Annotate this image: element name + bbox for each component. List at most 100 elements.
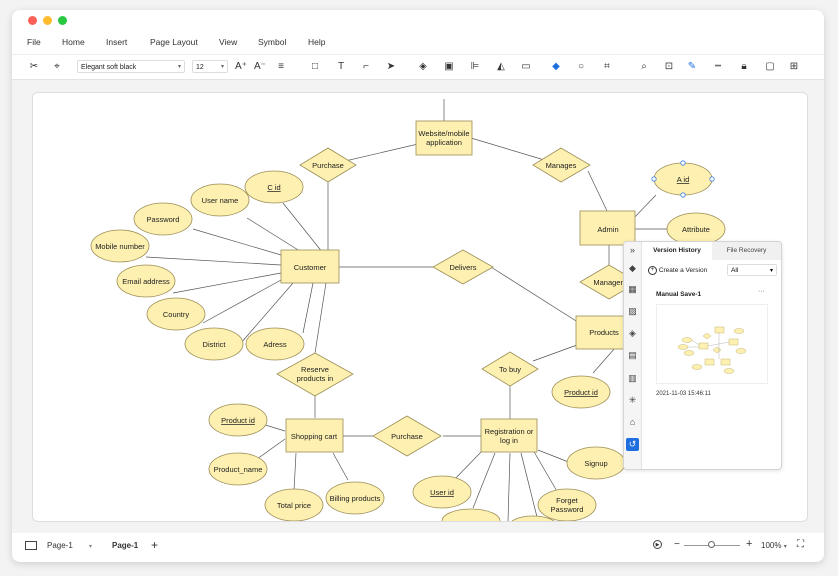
text-icon[interactable]: T [337,61,345,72]
add-page-button[interactable]: + [151,538,159,552]
font-shrink-icon[interactable]: A⁻ [254,61,266,72]
relationship-purchase-mid [372,415,442,457]
close-window-button[interactable] [28,16,37,25]
label-product-id-right: Product id [564,388,598,397]
attr-product-name [208,452,268,486]
zoom-value: 100% [761,541,782,550]
font-family-value: Elegant soft black [81,64,137,71]
page-select[interactable]: Page-1 ▾ [47,541,92,550]
attr-password [133,202,193,236]
line-color-icon[interactable]: ✎ [687,61,697,72]
entity-products [575,315,632,350]
label-adress: Adress [263,340,287,349]
flip-icon[interactable]: ◭ [497,61,505,72]
fit-icon[interactable]: ⊡ [664,61,674,72]
menu-symbol[interactable]: Symbol [258,37,287,47]
chart-icon[interactable]: ▥ [628,373,637,383]
version-history-panel: » ◆ ▦ ▨ ◈ ▤ ▥ ✳ ⌂ ↺ Version History File… [623,241,782,470]
scissors-icon[interactable]: ✂ [29,61,39,72]
shape-icon[interactable]: ○ [577,61,585,72]
label-mobile-number: Mobile number [95,242,145,251]
status-bar: Page-1 ▾ Page-1 + ▶ − + 100% ▾ ⛶ [12,536,824,560]
menu-file[interactable]: File [27,37,41,47]
version-thumbnail[interactable] [656,304,768,384]
minimize-window-button[interactable] [43,16,52,25]
app-window: File Home Insert Page Layout View Symbol… [12,10,824,562]
chevron-down-icon: ▾ [220,64,224,70]
toolbar: ✂ ⌖ Elegant soft black▾ 12▾ A⁺ A⁻ ≡ □ T … [12,54,824,80]
entity-shopping-cart [285,418,344,453]
zoom-in-button[interactable]: + [746,538,753,550]
size-icon[interactable]: ▭ [521,61,531,72]
layers-panel-icon[interactable]: ◈ [629,328,636,338]
format-painter-icon[interactable]: ⌖ [54,61,60,72]
label-reserve-1: Reserve [301,365,329,374]
zoom-slider-handle[interactable] [708,541,715,548]
align-icon[interactable]: ≡ [278,61,284,72]
font-grow-icon[interactable]: A⁺ [235,61,247,72]
label-product-id-left: Product id [221,416,255,425]
entity-registration [480,418,538,453]
entity-customer [280,249,340,284]
zoom-out-button[interactable]: − [674,539,680,550]
filter-value: All [731,267,739,274]
label-password: Password [147,215,180,224]
play-icon[interactable]: ▶ [653,540,662,549]
lock-icon[interactable]: 🔒︎ [741,61,747,72]
tab-version-history[interactable]: Version History [642,242,712,260]
page-icon[interactable]: ▤ [628,350,637,360]
label-district: District [203,340,227,349]
label-signup: Signup [584,459,607,468]
fullscreen-icon[interactable]: ⛶ [797,539,804,550]
rectangle-icon[interactable]: □ [311,61,319,72]
attr-district [184,327,244,361]
pointer-icon[interactable]: ➤ [386,61,396,72]
menu-bar: File Home Insert Page Layout View Symbol… [12,34,824,50]
crop-icon[interactable]: ⌗ [604,61,610,72]
label-products: Products [589,328,619,337]
history-icon[interactable]: ↺ [626,438,639,451]
collapse-icon[interactable]: » [629,245,635,255]
group-icon[interactable]: ▣ [444,61,454,72]
diagram-labels: Website/mobile application Purchase Mana… [95,129,710,514]
label-a-id: A id [677,175,690,184]
thumbnail-image [677,326,747,374]
maximize-window-button[interactable] [58,16,67,25]
zoom-level[interactable]: 100% ▾ [761,541,787,550]
font-size-select[interactable]: 12▾ [192,60,228,73]
create-version-button[interactable]: + Create a Version [648,266,707,275]
menu-home[interactable]: Home [62,37,85,47]
mindmap-icon[interactable]: ✳ [628,395,637,405]
er-diagram: Website/mobile application Purchase Mana… [90,99,726,521]
attr-billing [325,481,385,515]
page-view-icon[interactable] [25,541,37,550]
grid-icon[interactable]: ▦ [628,284,637,294]
line-style-icon[interactable]: ┅ [714,61,722,72]
menu-help[interactable]: Help [308,37,326,47]
align-left-icon[interactable]: ⊫ [470,61,480,72]
image-icon[interactable]: ▨ [628,306,637,316]
tab-file-recovery[interactable]: File Recovery [712,242,781,260]
label-product-name: Product_name [214,465,263,474]
tab-page-1[interactable]: Page-1 [112,541,139,550]
comment-icon[interactable]: ⌂ [629,417,636,427]
version-more-icon[interactable]: ··· [758,288,765,295]
fill-icon[interactable]: ◆ [552,61,560,72]
attr-email [116,264,176,298]
label-customer: Customer [294,263,327,272]
label-user-name: User name [202,196,239,205]
frame-icon[interactable]: ▢ [765,61,775,72]
menu-insert[interactable]: Insert [106,37,128,47]
chevron-down-icon: ▾ [89,544,93,550]
fill-style-icon[interactable]: ◆ [629,263,636,273]
font-family-select[interactable]: Elegant soft black▾ [77,60,185,73]
version-filter-select[interactable]: All▾ [727,264,777,276]
label-shopping-cart: Shopping cart [291,432,338,441]
layers-icon[interactable]: ◈ [419,61,427,72]
menu-view[interactable]: View [219,37,238,47]
menu-page-layout[interactable]: Page Layout [150,37,198,47]
connector-icon[interactable]: ⌐ [363,61,369,72]
search-icon[interactable]: ⌕ [641,61,647,72]
more-icon[interactable]: ⊞ [789,61,799,72]
attr-product-id-left [208,403,268,437]
